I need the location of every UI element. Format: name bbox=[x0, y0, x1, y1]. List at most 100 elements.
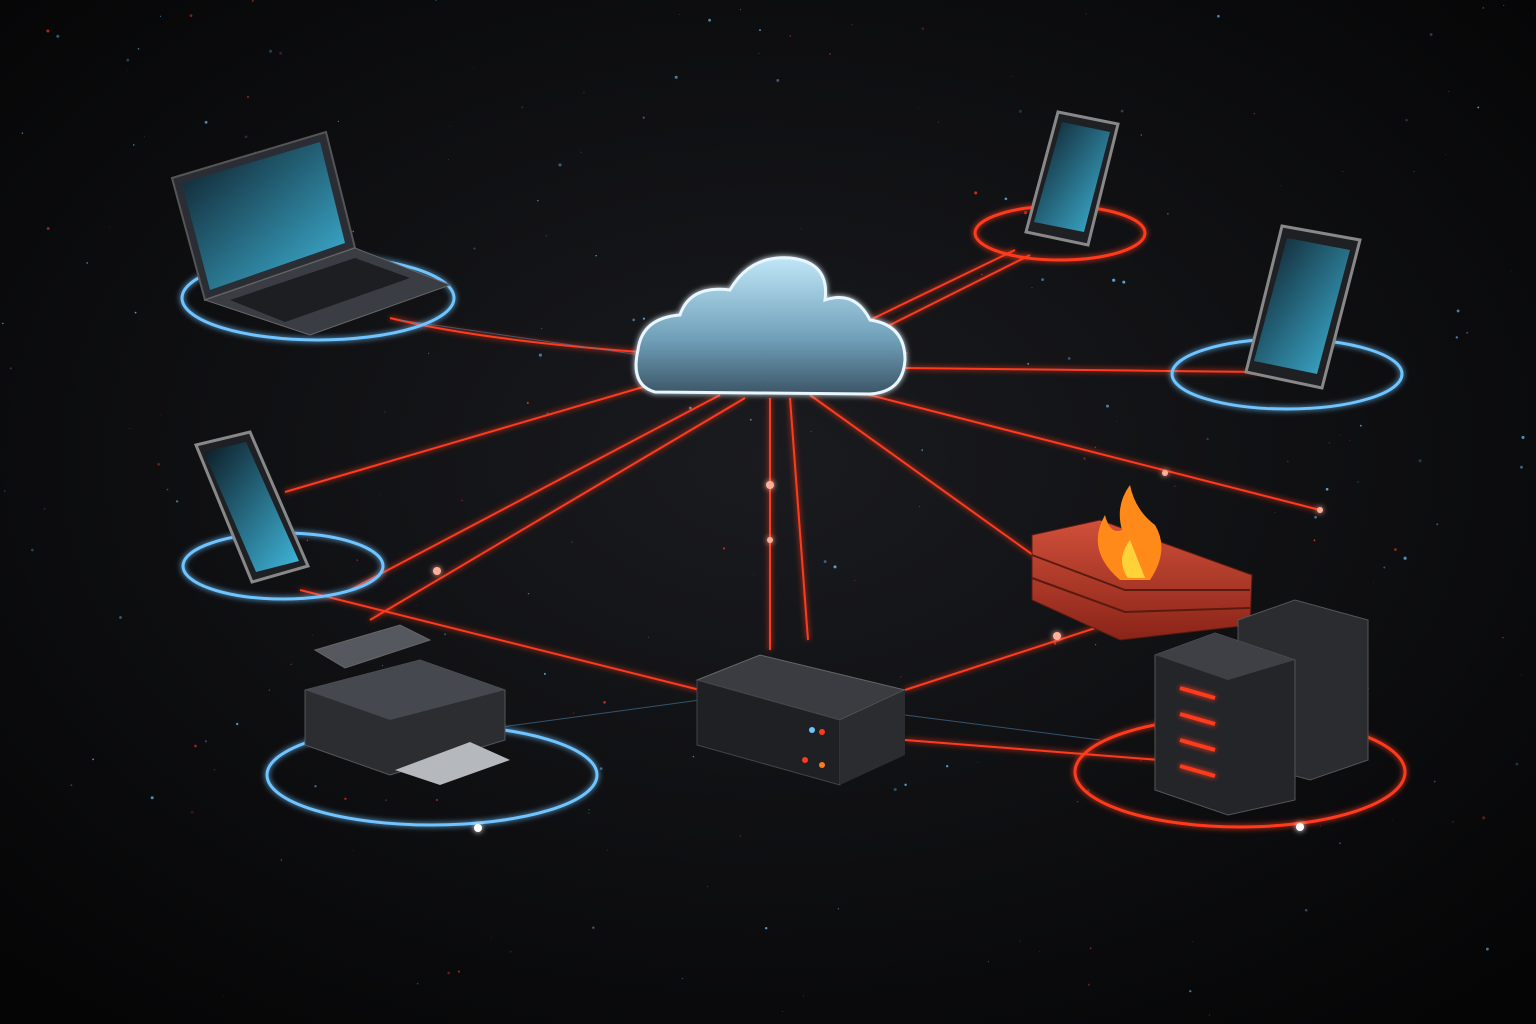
link-cloud-phone-top bbox=[869, 249, 1016, 321]
star bbox=[381, 664, 384, 667]
star bbox=[1217, 14, 1220, 18]
star bbox=[1482, 816, 1486, 820]
star bbox=[150, 796, 154, 800]
star bbox=[86, 261, 89, 264]
star bbox=[189, 14, 193, 17]
star bbox=[1206, 437, 1209, 441]
star bbox=[194, 744, 197, 748]
star bbox=[2, 322, 4, 325]
star bbox=[1520, 674, 1522, 676]
star bbox=[758, 52, 760, 54]
star bbox=[1456, 309, 1460, 313]
star bbox=[647, 636, 650, 638]
star bbox=[837, 908, 840, 910]
star bbox=[776, 78, 780, 82]
star bbox=[1503, 4, 1505, 6]
star bbox=[1112, 278, 1116, 282]
star bbox=[1039, 951, 1041, 953]
star bbox=[674, 75, 678, 79]
star bbox=[1510, 270, 1512, 272]
star bbox=[457, 970, 460, 973]
star bbox=[1094, 446, 1096, 448]
star bbox=[306, 539, 309, 542]
star bbox=[1394, 548, 1397, 551]
star bbox=[1444, 153, 1447, 156]
star bbox=[527, 593, 530, 595]
network-switch-icon[interactable] bbox=[695, 654, 907, 786]
star bbox=[269, 49, 273, 53]
star bbox=[190, 810, 194, 814]
link-phone-router bbox=[299, 589, 701, 691]
star bbox=[851, 23, 853, 26]
printer-icon[interactable] bbox=[304, 624, 510, 785]
star bbox=[133, 144, 135, 146]
star bbox=[1533, 14, 1535, 15]
star bbox=[490, 937, 492, 939]
star bbox=[1325, 487, 1329, 491]
star bbox=[1116, 420, 1118, 422]
star bbox=[1089, 947, 1092, 950]
star bbox=[1106, 404, 1109, 408]
cloud-icon[interactable] bbox=[634, 256, 907, 396]
star bbox=[352, 230, 355, 233]
star bbox=[545, 235, 547, 237]
star bbox=[119, 616, 122, 619]
star bbox=[268, 689, 271, 691]
star bbox=[159, 15, 162, 17]
star bbox=[1320, 825, 1322, 827]
star bbox=[854, 580, 856, 582]
phone-left-icon[interactable] bbox=[193, 430, 311, 584]
star bbox=[592, 926, 595, 929]
star bbox=[1253, 112, 1255, 115]
star bbox=[603, 701, 606, 704]
star bbox=[1004, 7, 1006, 9]
star bbox=[1031, 287, 1033, 289]
phone-right-icon[interactable] bbox=[1244, 224, 1362, 390]
star bbox=[1004, 197, 1008, 201]
star bbox=[1413, 171, 1415, 173]
star bbox=[160, 414, 162, 416]
server-rack-icon[interactable] bbox=[1154, 599, 1369, 816]
star bbox=[314, 785, 317, 788]
star bbox=[558, 163, 562, 167]
star bbox=[642, 317, 646, 320]
link-cloud-printer bbox=[369, 397, 746, 621]
star bbox=[833, 565, 837, 569]
star bbox=[1485, 947, 1489, 951]
star bbox=[1286, 460, 1289, 463]
phone-top-icon[interactable] bbox=[1024, 110, 1120, 247]
star bbox=[802, 593, 804, 595]
star bbox=[472, 67, 474, 68]
star bbox=[204, 120, 208, 124]
star bbox=[1502, 636, 1504, 639]
link-cloud-firewall bbox=[809, 394, 1041, 561]
star bbox=[56, 34, 60, 38]
star bbox=[251, 0, 254, 3]
star bbox=[1189, 990, 1192, 993]
links bbox=[284, 249, 1321, 761]
star bbox=[1041, 278, 1044, 281]
star bbox=[385, 799, 387, 801]
star bbox=[740, 9, 742, 11]
star bbox=[279, 51, 283, 55]
star bbox=[166, 488, 169, 491]
star bbox=[572, 712, 575, 714]
star bbox=[384, 410, 386, 413]
star bbox=[595, 254, 597, 257]
star bbox=[918, 505, 920, 507]
star bbox=[1023, 211, 1028, 215]
star bbox=[1140, 134, 1142, 136]
star bbox=[800, 228, 802, 230]
star bbox=[930, 675, 932, 677]
laptop-icon[interactable] bbox=[170, 130, 452, 336]
star bbox=[588, 809, 590, 811]
star bbox=[1313, 539, 1316, 542]
star bbox=[1083, 457, 1086, 460]
star bbox=[46, 227, 50, 230]
firewall-icon[interactable] bbox=[1031, 485, 1253, 641]
star bbox=[946, 765, 949, 768]
star bbox=[981, 273, 983, 276]
star bbox=[1192, 941, 1194, 942]
star bbox=[526, 401, 529, 404]
star bbox=[974, 191, 978, 195]
